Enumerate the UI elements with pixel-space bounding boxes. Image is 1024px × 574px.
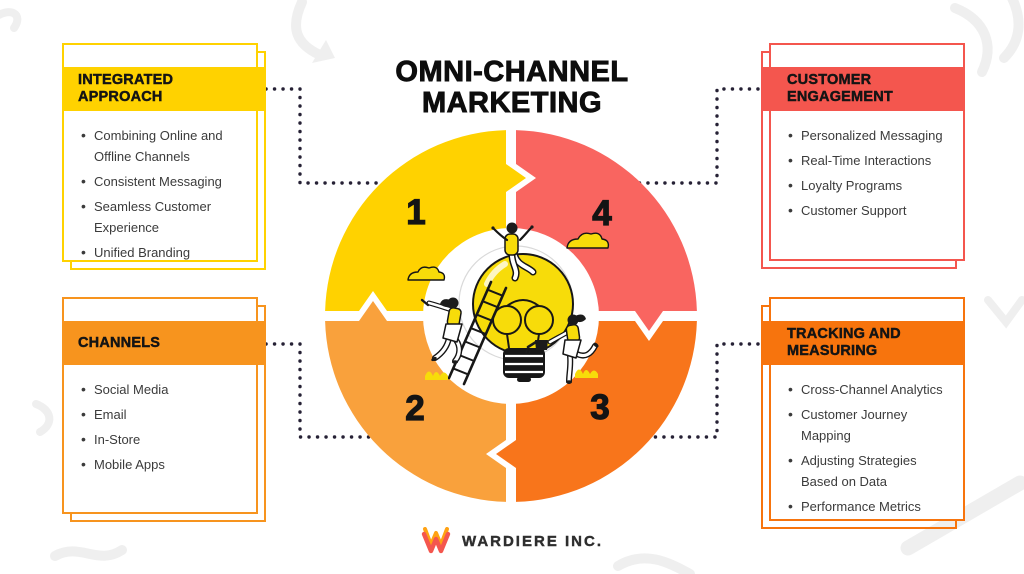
- list-item: Social Media: [80, 379, 250, 400]
- grass-icon: [575, 369, 598, 378]
- pen-icon: [420, 298, 430, 307]
- card-header-integrated-approach: INTEGRATED APPROACH: [62, 67, 266, 111]
- doodle-arc: [32, 400, 54, 436]
- skirt: [562, 339, 582, 359]
- card-list: Personalized Messaging Real-Time Interac…: [771, 45, 963, 221]
- card-customer-engagement: CUSTOMER ENGAGEMENT Personalized Messagi…: [761, 43, 965, 269]
- list-item: Cross-Channel Analytics: [787, 379, 957, 400]
- wheel-number-3: 3: [590, 388, 609, 427]
- wardiere-logo-icon: [421, 527, 451, 554]
- doodle-arc: [0, 8, 22, 32]
- list-item: Real-Time Interactions: [787, 150, 957, 171]
- card-header-customer-engagement: CUSTOMER ENGAGEMENT: [761, 67, 965, 111]
- card-list: Combining Online and Offline Channels Co…: [64, 45, 256, 263]
- bulb-base-lines: [505, 354, 543, 374]
- card-title: CHANNELS: [78, 334, 161, 351]
- list-item: Performance Metrics: [787, 496, 957, 517]
- doodle-check: [984, 296, 1024, 329]
- doodle-squiggle: [50, 545, 127, 561]
- card-title: CUSTOMER ENGAGEMENT: [787, 72, 893, 105]
- card-header-channels: CHANNELS: [62, 321, 266, 365]
- page-title-line1: OMNI-CHANNEL: [395, 56, 629, 89]
- connector-top-left: [264, 87, 387, 185]
- list-item: Adjusting Strategies Based on Data: [787, 450, 957, 492]
- wheel-number-1: 1: [406, 193, 425, 232]
- doodle-curl: [950, 3, 993, 77]
- skirt: [442, 323, 463, 343]
- list-item: Personalized Messaging: [787, 125, 957, 146]
- connector-bottom-right: [643, 342, 760, 439]
- brand-name: WARDIERE INC.: [461, 532, 603, 550]
- bulb-highlight: [484, 261, 508, 287]
- page-title-line2: MARKETING: [421, 87, 603, 120]
- watering-can-icon: [525, 340, 548, 355]
- card-integrated-approach: INTEGRATED APPROACH Combining Online and…: [62, 43, 266, 270]
- doodle-arrowhead: [312, 40, 335, 63]
- list-item: Loyalty Programs: [787, 175, 957, 196]
- card-title: INTEGRATED APPROACH: [78, 72, 174, 105]
- list-item: Email: [80, 404, 250, 425]
- connector-bottom-left: [264, 342, 377, 439]
- wheel-number-2: 2: [405, 389, 424, 428]
- list-item: Seamless Customer Experience: [80, 196, 250, 238]
- card-list: Cross-Channel Analytics Customer Journey…: [771, 299, 963, 517]
- card-list: Social Media Email In-Store Mobile Apps: [64, 299, 256, 475]
- list-item: Combining Online and Offline Channels: [80, 125, 250, 167]
- doodle-arrow-curve: [291, 0, 325, 60]
- card-channels: CHANNELS Social Media Email In-Store Mob…: [62, 297, 266, 522]
- list-item: Unified Branding: [80, 242, 250, 263]
- cloud-icon: [566, 232, 610, 249]
- person-on-bulb: [491, 222, 537, 282]
- page-title: OMNI-CHANNEL MARKETING: [0, 56, 1024, 120]
- card-title: TRACKING AND MEASURING: [787, 326, 901, 359]
- list-item: In-Store: [80, 429, 250, 450]
- person-right: [525, 314, 599, 384]
- ladder-icon: [447, 280, 508, 386]
- list-item: Customer Support: [787, 200, 957, 221]
- card-header-tracking-measuring: TRACKING AND MEASURING: [761, 321, 965, 365]
- card-tracking-measuring: TRACKING AND MEASURING Cross-Channel Ana…: [761, 297, 965, 529]
- list-item: Customer Journey Mapping: [787, 404, 957, 446]
- bulb-base-tip: [517, 377, 531, 382]
- person-left: [420, 297, 463, 364]
- list-item: Mobile Apps: [80, 454, 250, 475]
- wheel-number-4: 4: [592, 194, 612, 233]
- lightbulb-illustration: [407, 222, 610, 386]
- omni-channel-wheel: 1 4 2 3: [325, 130, 697, 502]
- doodle-curl: [999, 0, 1024, 63]
- brand-footer: WARDIERE INC.: [0, 523, 1024, 559]
- doodle-squiggle: [613, 553, 695, 574]
- grass-icon: [425, 371, 448, 380]
- list-item: Consistent Messaging: [80, 171, 250, 192]
- cloud-icon: [407, 266, 446, 281]
